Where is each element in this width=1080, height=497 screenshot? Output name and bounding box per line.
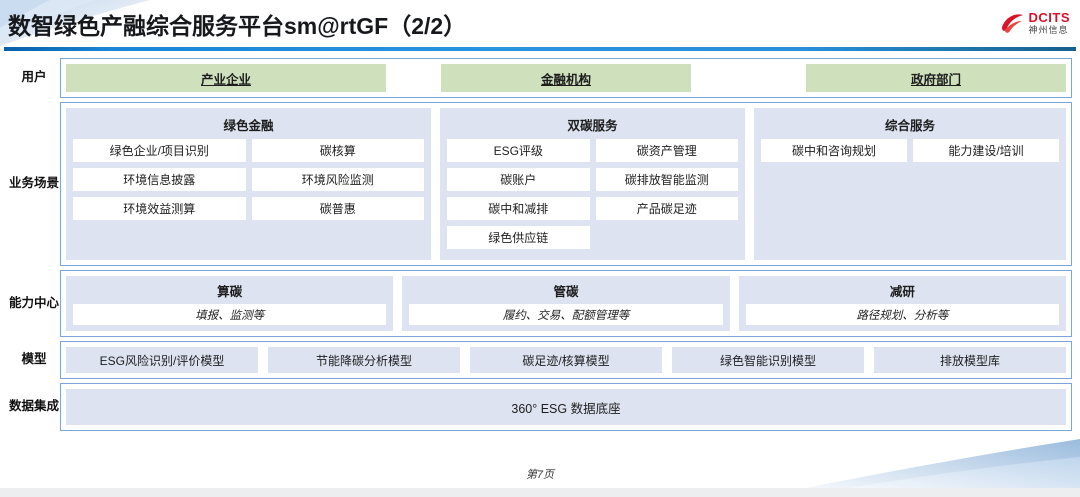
scenario-head-comprehensive: 综合服务 (884, 119, 935, 133)
scenario-cell[interactable]: 碳中和减排 (447, 197, 590, 220)
scenario-cell[interactable]: 绿色企业/项目识别 (73, 139, 246, 162)
row-body-capability: 算碳 填报、监测等 管碳 履约、交易、配额管理等 减研 路径规划、分析等 (60, 270, 1072, 337)
scenario-column-comprehensive: 综合服务 碳中和咨询规划 能力建设/培训 (754, 108, 1066, 260)
scenario-column-dual-carbon: 双碳服务 ESG评级 碳资产管理 碳账户 碳排放智能监测 碳中和减排 产品碳足迹… (440, 108, 745, 260)
model-box[interactable]: 排放模型库 (874, 347, 1066, 373)
scenario-padding (73, 220, 424, 253)
scenario-cell[interactable]: 环境效益测算 (73, 197, 246, 220)
model-box[interactable]: 绿色智能识别模型 (672, 347, 864, 373)
logo-text-cn: 神州信息 (1028, 25, 1069, 35)
dcits-swirl-icon (999, 12, 1025, 34)
row-users: 用户 产业企业 金融机构 政府部门 (8, 58, 1072, 98)
page-title: 数智绿色产融综合服务平台sm@rtGF（2/2） (8, 13, 467, 39)
user-box-industry[interactable]: 产业企业 (66, 64, 386, 92)
capability-head: 管碳 (553, 285, 579, 299)
capability-column-calc-carbon: 算碳 填报、监测等 (66, 276, 394, 331)
scenario-cell[interactable]: 碳账户 (447, 168, 590, 191)
row-body-scenarios: 绿色金融 绿色企业/项目识别 碳核算 环境信息披露 环境风险监测 环境效益测算 … (60, 102, 1072, 266)
capability-sub[interactable]: 路径规划、分析等 (745, 304, 1059, 325)
row-scenarios: 业务场景 绿色金融 绿色企业/项目识别 碳核算 环境信息披露 环境风险监测 环境… (8, 102, 1072, 266)
scenario-cell[interactable]: 碳核算 (251, 139, 424, 162)
title-divider (4, 47, 1076, 51)
bottom-strip (0, 488, 1080, 497)
model-box[interactable]: 碳足迹/核算模型 (470, 347, 662, 373)
scenario-cell[interactable]: 环境信息披露 (73, 168, 246, 191)
scenario-cell[interactable]: 环境风险监测 (251, 168, 424, 191)
row-models: 模型 ESG风险识别/评价模型 节能降碳分析模型 碳足迹/核算模型 绿色智能识别… (8, 341, 1072, 379)
user-spacer (386, 64, 441, 92)
user-box-financial[interactable]: 金融机构 (441, 64, 691, 92)
capability-head: 减研 (889, 285, 915, 299)
row-body-data-integration: 360° ESG 数据底座 (60, 383, 1072, 431)
data-foundation-box[interactable]: 360° ESG 数据底座 (66, 389, 1066, 425)
user-box-government[interactable]: 政府部门 (806, 64, 1066, 92)
company-logo: DCITS 神州信息 (999, 8, 1071, 38)
capability-column-reduce-research: 减研 路径规划、分析等 (738, 276, 1066, 331)
row-body-models: ESG风险识别/评价模型 节能降碳分析模型 碳足迹/核算模型 绿色智能识别模型 … (60, 341, 1072, 379)
capability-sub[interactable]: 履约、交易、配额管理等 (409, 304, 723, 325)
scenario-cell[interactable]: 碳普惠 (251, 197, 424, 220)
scenario-cell[interactable]: 产品碳足迹 (595, 197, 738, 220)
row-label-scenarios: 业务场景 (8, 176, 59, 191)
scenario-cell[interactable]: ESG评级 (447, 139, 590, 162)
scenario-cell[interactable]: 碳资产管理 (595, 139, 738, 162)
scenario-head-green-finance: 绿色金融 (223, 119, 274, 133)
row-capability: 能力中心 算碳 填报、监测等 管碳 履约、交易、配额管理等 减研 路径规划、分析… (8, 270, 1072, 337)
logo-text-en: DCITS (1028, 10, 1070, 25)
model-box[interactable]: 节能降碳分析模型 (268, 347, 460, 373)
capability-head: 算碳 (217, 285, 243, 299)
scenario-padding (761, 162, 1059, 253)
scenario-padding (447, 249, 738, 253)
scenario-cell[interactable]: 碳中和咨询规划 (761, 139, 907, 162)
page-footer: 第7页 (525, 469, 555, 481)
row-body-users: 产业企业 金融机构 政府部门 (60, 58, 1072, 98)
scenario-cell[interactable]: 能力建设/培训 (913, 139, 1059, 162)
model-box[interactable]: ESG风险识别/评价模型 (66, 347, 258, 373)
slide-header: 数智绿色产融综合服务平台sm@rtGF（2/2） DCITS 神州信息 (0, 0, 1080, 56)
row-label-models: 模型 (21, 352, 47, 367)
scenario-head-dual-carbon: 双碳服务 (567, 119, 618, 133)
row-label-data-integration: 数据集成 (8, 399, 59, 414)
row-label-capability: 能力中心 (8, 295, 59, 310)
capability-sub[interactable]: 填报、监测等 (73, 304, 387, 325)
scenario-cell[interactable]: 绿色供应链 (447, 226, 590, 249)
scenario-cell[interactable]: 碳排放智能监测 (595, 168, 738, 191)
row-data-integration: 数据集成 360° ESG 数据底座 (8, 383, 1072, 431)
scenario-column-green-finance: 绿色金融 绿色企业/项目识别 碳核算 环境信息披露 环境风险监测 环境效益测算 … (66, 108, 431, 260)
capability-column-manage-carbon: 管碳 履约、交易、配额管理等 (402, 276, 730, 331)
row-label-users: 用户 (21, 70, 47, 85)
architecture-matrix: 用户 产业企业 金融机构 政府部门 业务场景 绿色金融 绿色企业/项目识别 碳核… (8, 58, 1072, 435)
